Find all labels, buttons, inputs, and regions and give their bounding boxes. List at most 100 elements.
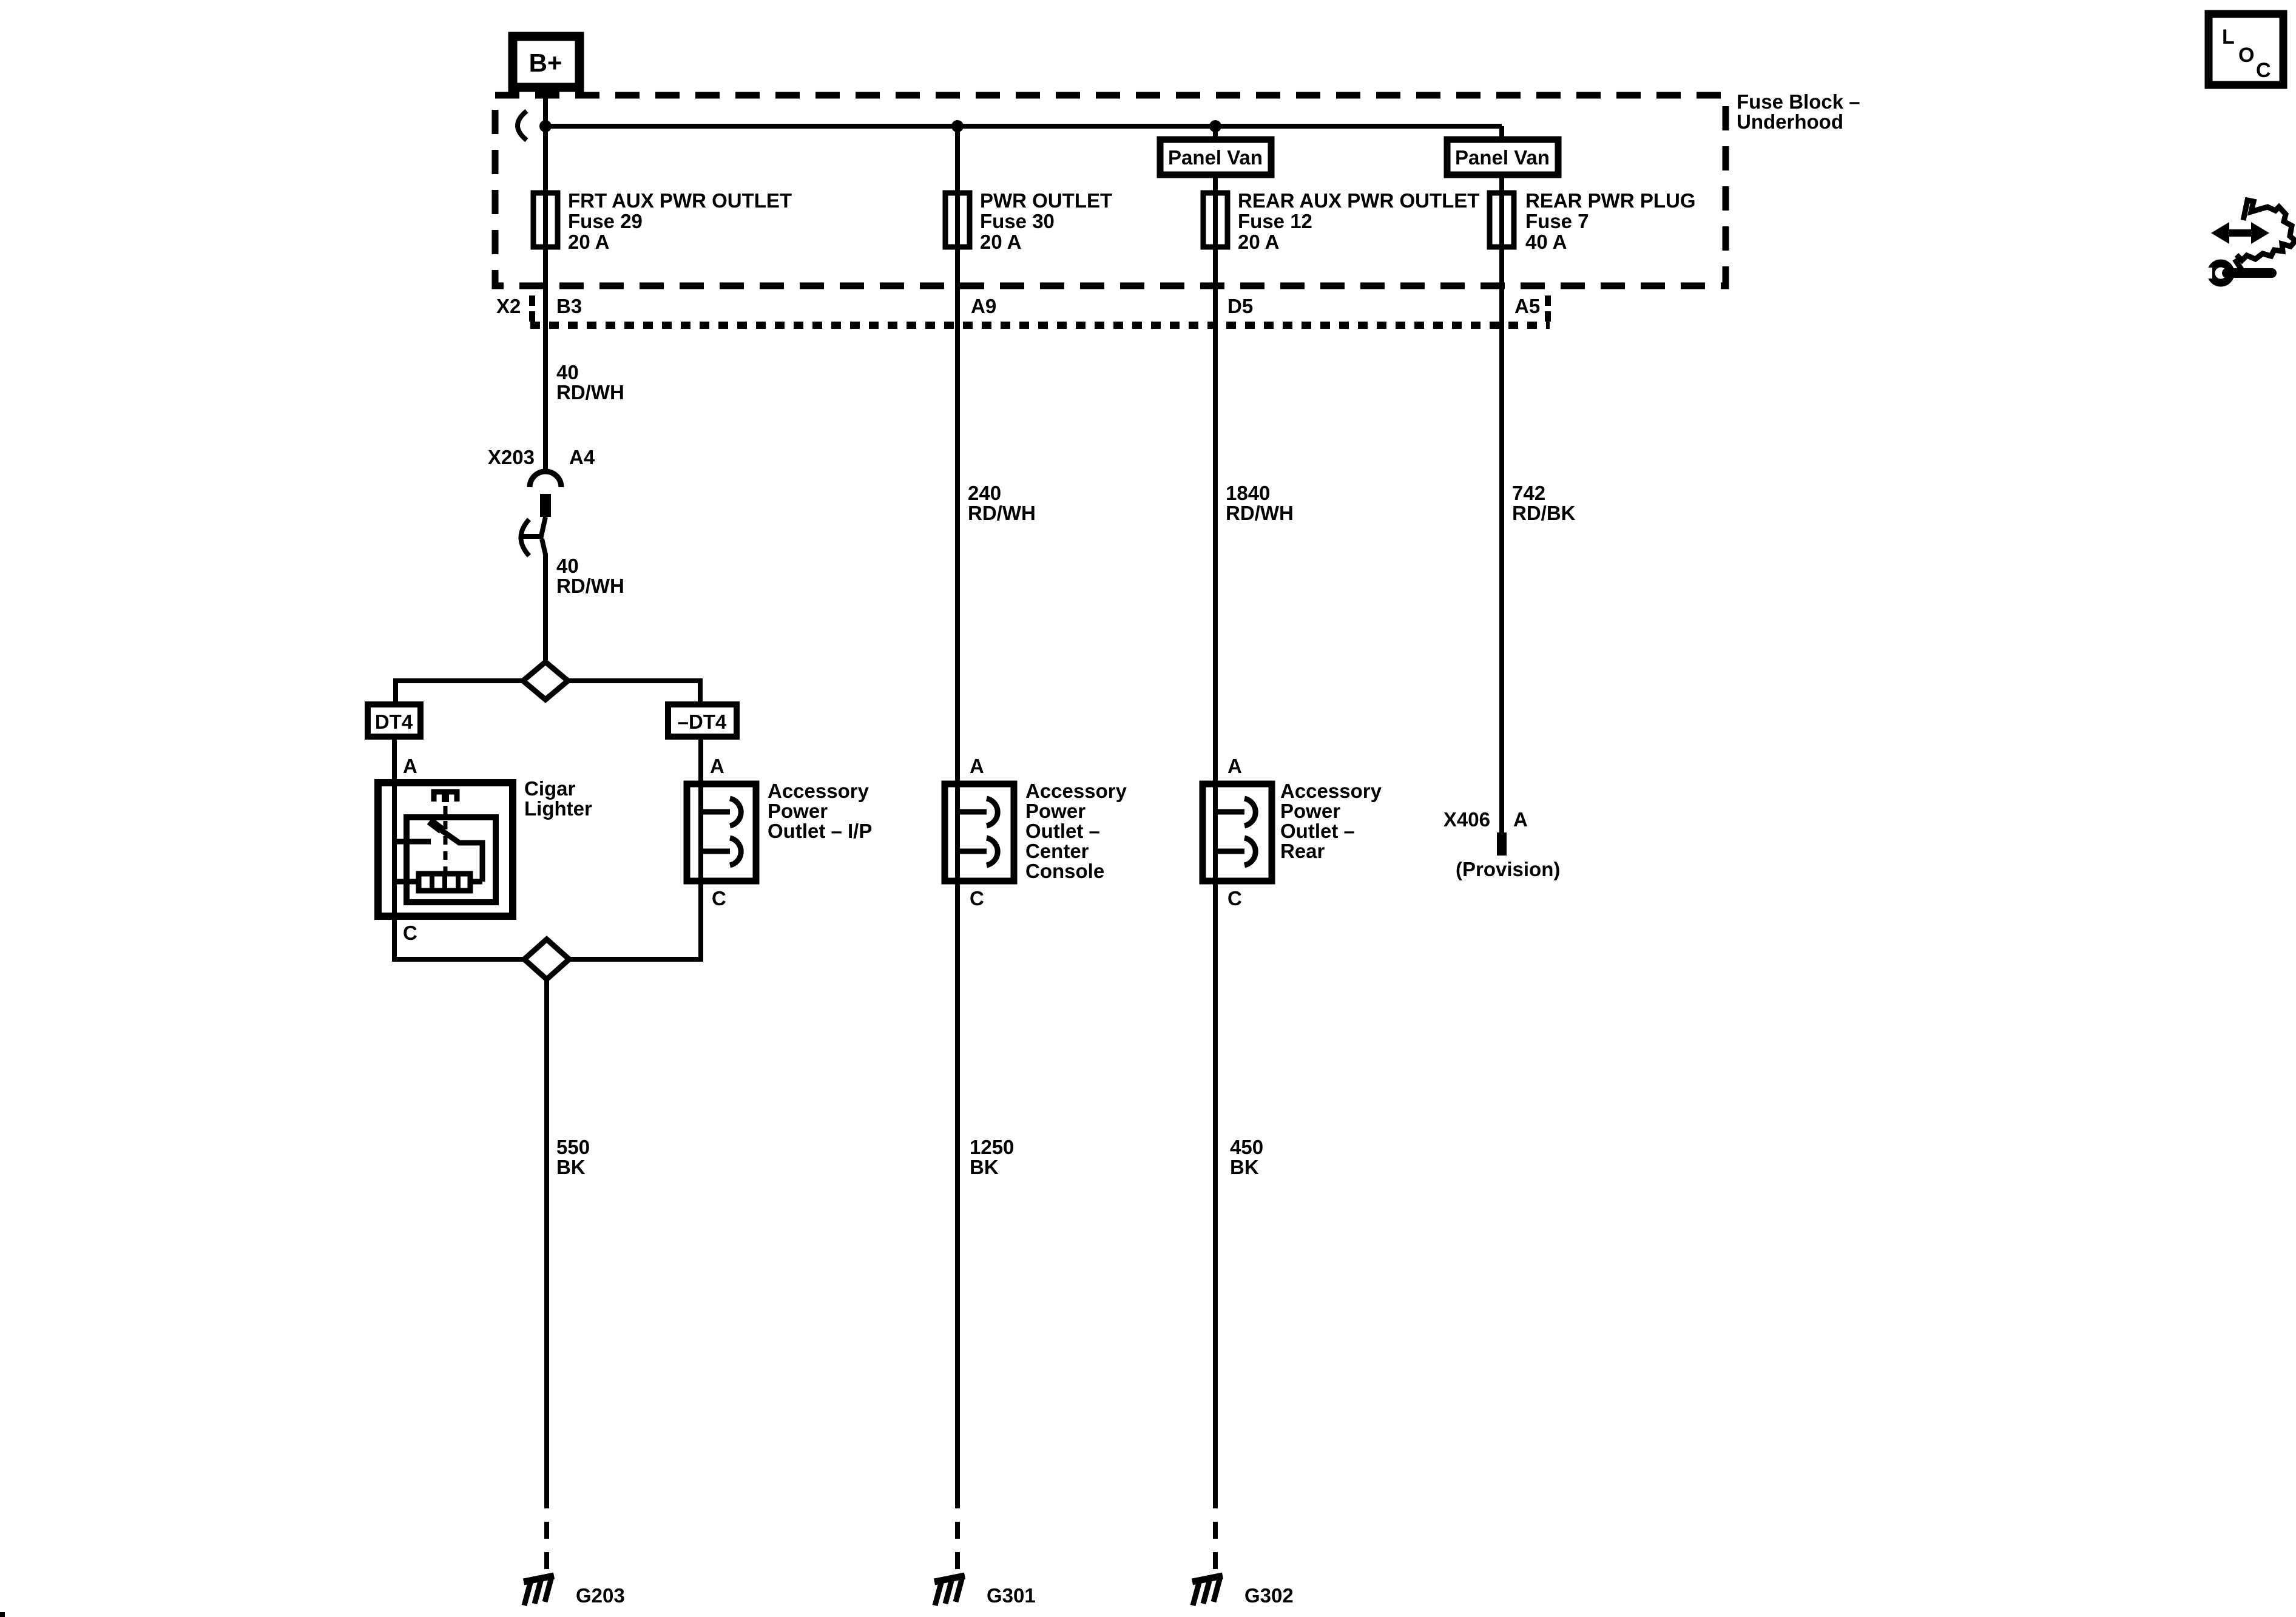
fuse-7-name: REAR PWR PLUG: [1525, 189, 1696, 212]
x203-pin-label: A4: [569, 446, 595, 468]
harness-clip-icon: [515, 109, 528, 143]
wire-branch-cigar-lighter: [392, 678, 524, 962]
cigar-pin-a: A: [403, 755, 417, 777]
wire-1840-circuit: 1840: [1226, 482, 1270, 504]
fuse-block-dashed-border: [491, 92, 1729, 289]
outlet-console-contact-stubs: [957, 809, 987, 854]
cigar-lighter-name-line1: Cigar: [524, 777, 576, 800]
g301-label: G301: [987, 1584, 1036, 1607]
fuse-29-rating: 20 A: [568, 231, 609, 253]
ground-g301: G301: [932, 1572, 1036, 1607]
cigar-lighter-name-line2: Lighter: [524, 797, 592, 820]
outlet-ip-contact-stubs: [701, 809, 730, 854]
g203-label: G203: [576, 1584, 625, 1607]
wire-240-color: RD/WH: [968, 502, 1036, 524]
pin-label-a5: A5: [1514, 295, 1540, 317]
wire-742-circuit: 742: [1512, 482, 1545, 504]
cigar-pin-c: C: [403, 922, 417, 944]
harness-outline-icon: [2234, 197, 2296, 265]
wire-labels: 40 RD/WH 40 RD/WH 240 RD/WH 1840 RD/WH 7…: [556, 361, 1576, 1178]
wire-1840-color: RD/WH: [1226, 502, 1294, 524]
fuse-30-symbol: [942, 190, 973, 250]
pin-label-a9: A9: [971, 295, 996, 317]
fuse-29-symbol: [530, 190, 561, 250]
outlet-console-socket-arcs: [985, 795, 1001, 868]
cigar-heater-resistor-cells: [430, 874, 461, 891]
splices: DT4 –DT4: [375, 658, 727, 984]
splice-diamond-bottom: [520, 935, 573, 984]
connector-shell-label: X2: [496, 295, 521, 317]
outlet-console-name-line5: Console: [1025, 860, 1104, 882]
panel-van-label-left: Panel Van: [1168, 146, 1263, 169]
loc-letter-l: L: [2222, 25, 2235, 49]
x406-pin-label: A: [1513, 808, 1528, 831]
outlet-rear-symbol: A C Accessory Power Outlet – Rear: [1215, 755, 1382, 910]
cigar-lighter-symbol: Cigar Lighter A C: [394, 755, 592, 944]
outlet-console-name-line1: Accessory: [1025, 780, 1127, 802]
splice-tag-neg-dt4: –DT4: [678, 711, 727, 733]
wire-550-circuit: 550: [556, 1136, 590, 1158]
panel-van-label-right: Panel Van: [1455, 146, 1550, 169]
ground-g302: G302: [1190, 1572, 1294, 1607]
fuse-29-id: Fuse 29: [568, 210, 643, 232]
fuse-12-id: Fuse 12: [1238, 210, 1312, 232]
fuse-7-id: Fuse 7: [1525, 210, 1589, 232]
wire-1250-color: BK: [970, 1156, 999, 1178]
fuse-12-rating: 20 A: [1238, 231, 1279, 253]
battery-feed: B+: [508, 32, 584, 92]
outlet-ip-name-line1: Accessory: [768, 780, 869, 802]
ground-g203: G203: [521, 1572, 625, 1607]
x406-terminal-pin: [1497, 832, 1507, 856]
wire-x203-to-splice: [539, 538, 548, 662]
fuse-30-id: Fuse 30: [980, 210, 1055, 232]
x203-terminal-pin: [540, 494, 551, 517]
locator-box: L O C: [2204, 10, 2288, 89]
x203-lead: [538, 516, 548, 539]
bus-junction-dot-3: [1209, 120, 1221, 132]
fuse-30-name: PWR OUTLET: [980, 189, 1112, 212]
provision-connector-x406: X406 A (Provision): [1443, 808, 1560, 880]
fuse-block-name-line2: Underhood: [1737, 110, 1843, 133]
x203-label: X203: [488, 446, 535, 468]
fuse-12-name: REAR AUX PWR OUTLET: [1238, 189, 1479, 212]
outlet-console-pin-a: A: [970, 755, 984, 777]
cigar-element-tab: [442, 792, 449, 802]
x203-clip-icon: [518, 518, 532, 558]
bus-junction-dot-1: [539, 120, 552, 132]
wire-40-lower-color: RD/WH: [556, 575, 624, 597]
fuse-30-rating: 20 A: [980, 231, 1021, 253]
fuse-7-symbol: [1487, 190, 1517, 250]
pin-label-d5: D5: [1227, 295, 1253, 317]
service-info-icon: [2203, 197, 2296, 287]
double-arrow-left-head-icon: [2211, 222, 2229, 244]
wire-742-color: RD/BK: [1512, 502, 1576, 524]
outlet-console-name-line3: Outlet –: [1025, 820, 1100, 842]
g302-label: G302: [1244, 1584, 1294, 1607]
outlet-ip-box: [683, 780, 760, 885]
fuse-block-connector-row: X2 B3 A9 D5 A5: [496, 295, 1551, 329]
corner-dot: [0, 1612, 5, 1617]
wire-40-upper-color: RD/WH: [556, 381, 624, 403]
outlet-rear-name-line1: Accessory: [1280, 780, 1382, 802]
outlet-rear-name-line3: Outlet –: [1280, 820, 1355, 842]
outlet-rear-name-line4: Rear: [1280, 840, 1325, 862]
wire-1250-circuit: 1250: [970, 1136, 1014, 1158]
inline-connector-x203: X203 A4: [488, 446, 595, 558]
fuse-29-name: FRT AUX PWR OUTLET: [568, 189, 792, 212]
wire-240-circuit: 240: [968, 482, 1001, 504]
fuses: FRT AUX PWR OUTLET Fuse 29 20 A PWR OUTL…: [530, 189, 1696, 253]
outlet-rear-socket-arcs: [1243, 795, 1258, 868]
outlet-rear-pin-a: A: [1227, 755, 1242, 777]
bus-junction-dot-2: [951, 120, 964, 132]
wire-450-color: BK: [1230, 1156, 1259, 1178]
loc-box: [2204, 10, 2288, 89]
fuse-block-name-line1: Fuse Block –: [1737, 90, 1860, 113]
wrench-jaw-gap: [2203, 268, 2212, 279]
cigar-internal-stubs: [394, 839, 431, 885]
outlet-console-name-line2: Power: [1025, 800, 1086, 822]
splice-diamond-top: [518, 658, 573, 703]
g203-ground-prongs-icon: [521, 1576, 555, 1607]
outlet-ip-name-line3: Outlet – I/P: [768, 820, 872, 842]
